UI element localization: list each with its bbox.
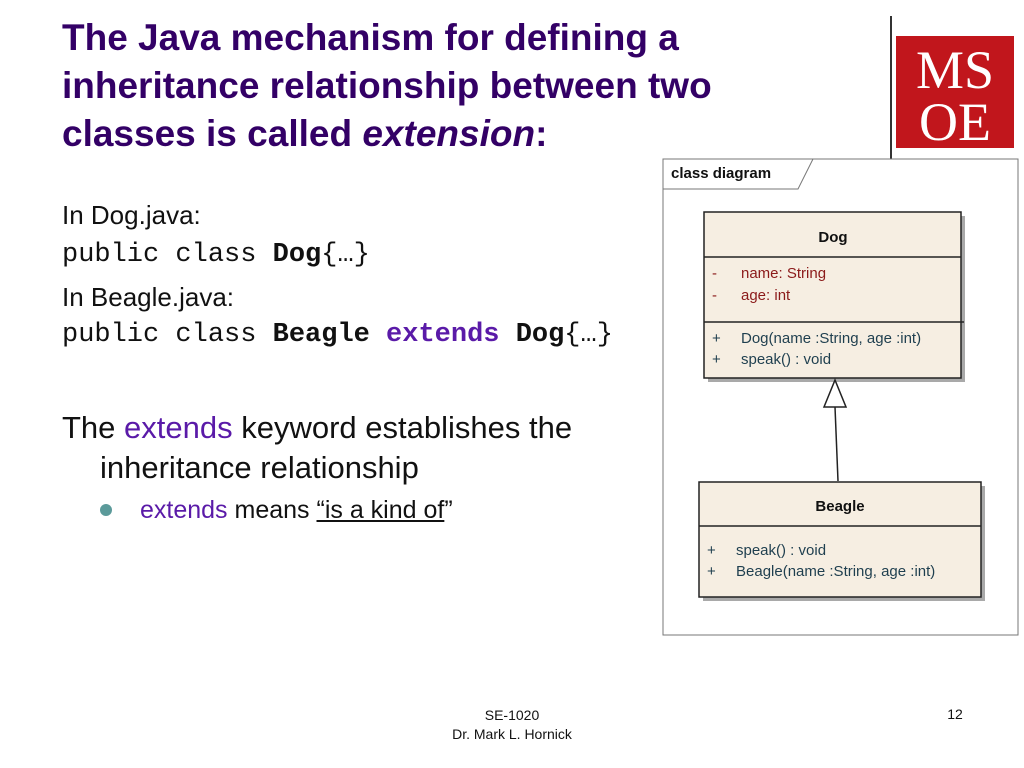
beagle-decl-extends: extends: [369, 320, 516, 350]
title-line-3-prefix: classes is called: [62, 113, 363, 154]
title-line-2: inheritance relationship between two: [62, 65, 712, 106]
title-line-3-suffix: :: [535, 113, 548, 154]
dog-class-name: Dog: [818, 229, 847, 246]
beagle-class-declaration: public class Beagle extends Dog{…}: [62, 320, 613, 350]
dog-op-2-visibility: +: [712, 351, 721, 368]
footer-course: SE-1020: [484, 707, 540, 723]
title-line-1: The Java mechanism for defining a: [62, 17, 679, 58]
generalization-arrowhead-icon: [822, 378, 848, 408]
beagle-class-body: [698, 481, 982, 598]
dog-op-2: speak() : void: [741, 351, 831, 368]
dog-attr-1-visibility: -: [712, 265, 717, 282]
beagle-decl-body: {…}: [564, 320, 613, 350]
dog-decl-name: Dog: [272, 240, 322, 270]
dog-attr-2-visibility: -: [712, 287, 717, 304]
dog-class-box: Dog - name: String - age: int + Dog(name…: [703, 211, 965, 382]
footer-author: Dr. Mark L. Hornick: [452, 726, 572, 742]
slide-footer: SE-1020 Dr. Mark L. Hornick: [412, 706, 612, 744]
page-number: 12: [947, 706, 963, 722]
beagle-class-box: Beagle + speak() : void + Beagle(name :S…: [698, 481, 985, 601]
dog-decl-keywords: public class: [62, 240, 273, 270]
bullet-item: extends means “is a kind of”: [100, 496, 453, 525]
statement-prefix: The: [62, 410, 125, 445]
statement-rest-2: inheritance relationship: [100, 450, 419, 485]
generalization-line: [834, 406, 839, 482]
dog-decl-body: {…}: [321, 240, 370, 270]
dog-attr-1: name: String: [741, 265, 826, 282]
dog-op-1-visibility: +: [712, 330, 721, 347]
beagle-file-label: In Beagle.java:: [62, 282, 235, 312]
beagle-op-1-visibility: +: [707, 542, 716, 559]
bullet-keyword: extends: [140, 496, 228, 524]
bullet-end-quote: ”: [444, 496, 453, 524]
title-emphasis: extension: [362, 113, 536, 154]
diagram-frame-tab: [663, 158, 814, 190]
dog-op-1: Dog(name :String, age :int): [741, 330, 921, 347]
dog-class-body: [703, 211, 962, 379]
logo-text-bottom: OE: [919, 92, 991, 148]
beagle-decl-name: Beagle: [272, 320, 370, 350]
header-divider: [890, 16, 892, 188]
beagle-decl-keywords: public class: [62, 320, 273, 350]
msoe-logo-graphic: MS OE: [916, 40, 994, 148]
beagle-op-1: speak() : void: [736, 542, 826, 559]
logo-text-top: MS: [916, 40, 994, 100]
dog-attr-2: age: int: [741, 287, 791, 304]
dog-file-label: In Dog.java:: [62, 200, 201, 230]
diagram-frame-label: class diagram: [671, 165, 771, 182]
beagle-op-2-visibility: +: [707, 563, 716, 580]
statement-rest-1: keyword establishes the: [232, 410, 573, 445]
bullet-dot-icon: [100, 504, 112, 516]
msoe-logo: MS OE: [896, 36, 1014, 148]
dog-class-declaration: public class Dog{…}: [62, 240, 370, 270]
bullet-quote: “is a kind of: [316, 496, 445, 524]
beagle-decl-parent: Dog: [515, 320, 565, 350]
statement-keyword: extends: [124, 410, 233, 445]
extends-statement: The extends keyword establishes the inhe…: [62, 408, 652, 488]
bullet-middle: means: [227, 496, 317, 524]
slide-title: The Java mechanism for defining a inheri…: [62, 14, 822, 158]
beagle-class-name: Beagle: [815, 498, 864, 515]
generalization-arrow: [822, 378, 848, 482]
beagle-op-2: Beagle(name :String, age :int): [736, 563, 935, 580]
bullet-text: extends means “is a kind of”: [100, 496, 453, 524]
